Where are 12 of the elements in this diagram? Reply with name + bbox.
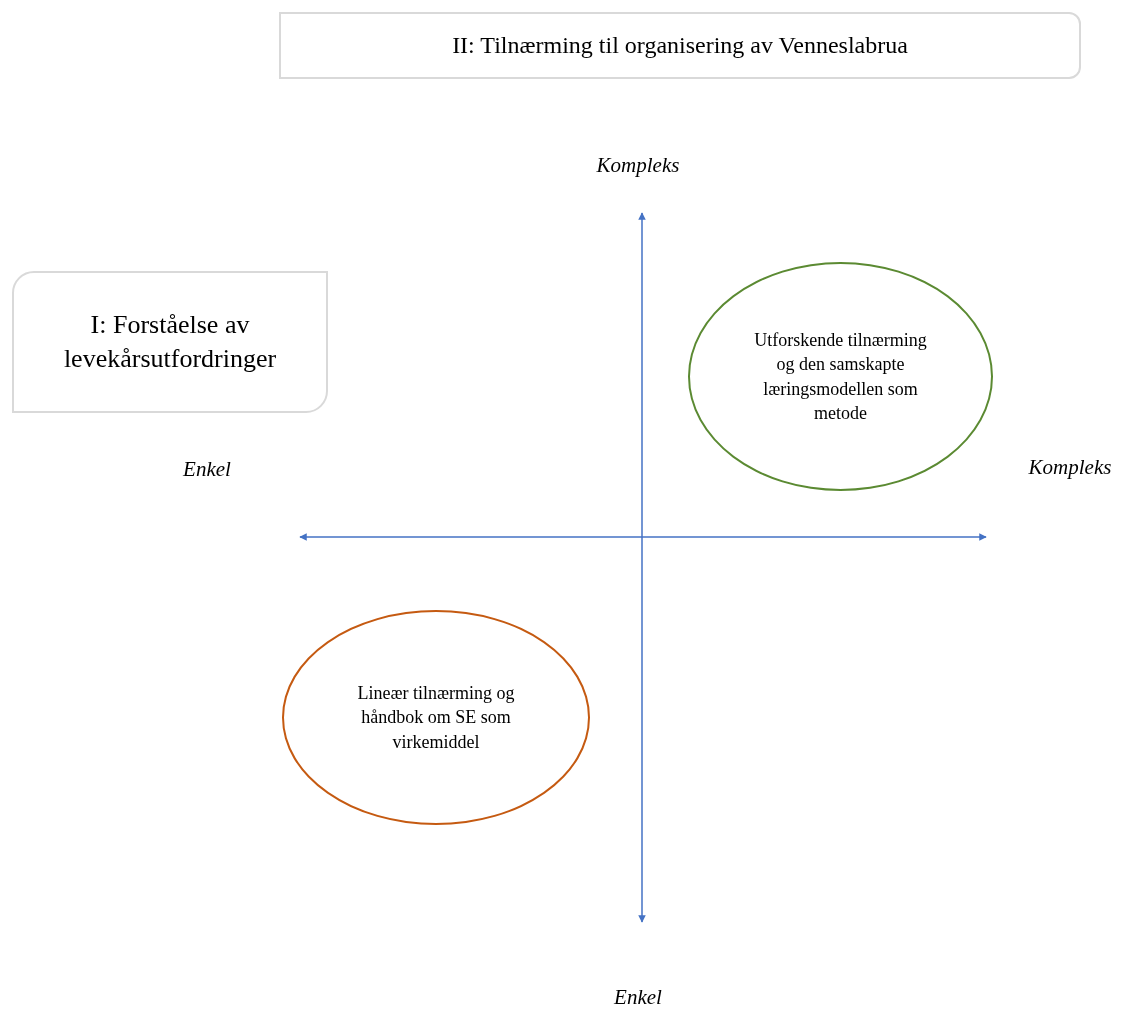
axis-label: Enkel: [183, 457, 231, 482]
axis-label: Enkel: [614, 985, 662, 1010]
text-box: [12, 271, 328, 413]
ellipse-node: [688, 262, 993, 491]
node-text: Utforskende tilnærming og den samskapte læringsmodellen som metode: [753, 328, 928, 425]
node-text: I: Forståelse av levekårsutfordringer: [62, 309, 278, 375]
text-box: [279, 12, 1081, 79]
node-text: Lineær tilnærming og håndbok om SE som virkemiddel: [356, 682, 516, 754]
axis-label: Kompleks: [596, 153, 680, 178]
ellipse-node: [282, 610, 590, 825]
axis-label: Kompleks: [1028, 455, 1112, 480]
node-text: II: Tilnærming til organisering av Venneslabrua: [452, 31, 908, 60]
